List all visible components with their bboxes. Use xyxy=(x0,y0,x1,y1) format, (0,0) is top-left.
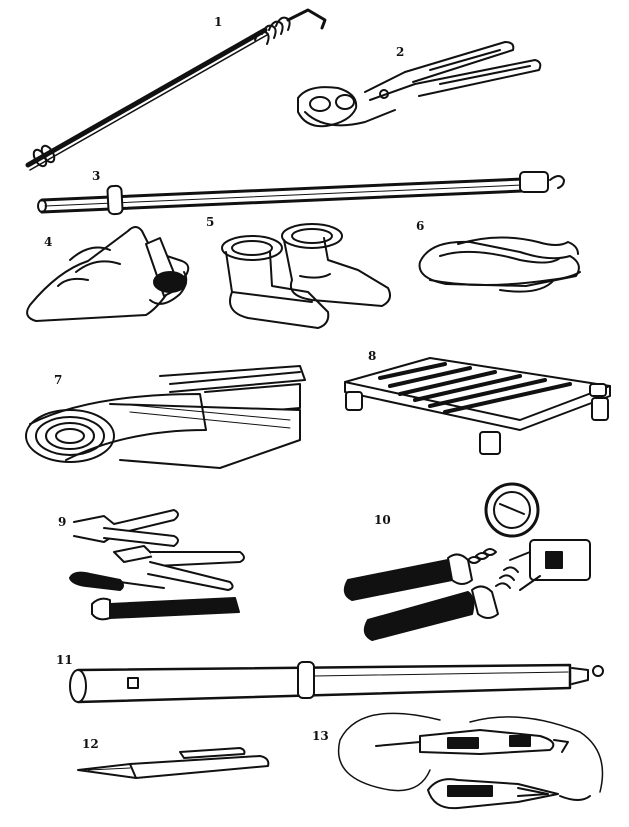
figure-number-8: 8 xyxy=(368,349,377,363)
figure-number-13: 13 xyxy=(312,729,329,743)
voltage-tester-13 xyxy=(337,712,604,810)
figure-number-1: 1 xyxy=(214,15,223,29)
figure-number-11: 11 xyxy=(56,653,73,667)
figure-number-10: 10 xyxy=(374,513,391,527)
fuse-pliers-2 xyxy=(297,41,542,128)
figure-number-12: 12 xyxy=(82,737,99,751)
insulated-hand-tools-9 xyxy=(69,509,245,621)
figure-number-7: 7 xyxy=(54,373,63,387)
figure-number-4: 4 xyxy=(44,235,53,249)
dielectric-galoshes-6 xyxy=(418,236,581,293)
voltage-indicator-12 xyxy=(77,747,270,779)
insulating-stand-8 xyxy=(344,357,611,455)
dielectric-boots-5 xyxy=(221,223,391,329)
figure-number-9: 9 xyxy=(58,515,67,529)
dielectric-gloves-4 xyxy=(26,226,190,322)
figure-number-3: 3 xyxy=(92,169,101,183)
figure-number-5: 5 xyxy=(206,215,215,229)
figure-number-6: 6 xyxy=(416,219,425,233)
long-rod-3 xyxy=(37,171,565,216)
measuring-rod-11 xyxy=(69,661,604,704)
rubber-mats-7 xyxy=(25,365,306,469)
figure-number-2: 2 xyxy=(396,45,405,59)
current-clamp-10 xyxy=(343,482,591,641)
insulating-rod-hook-1 xyxy=(25,8,327,171)
